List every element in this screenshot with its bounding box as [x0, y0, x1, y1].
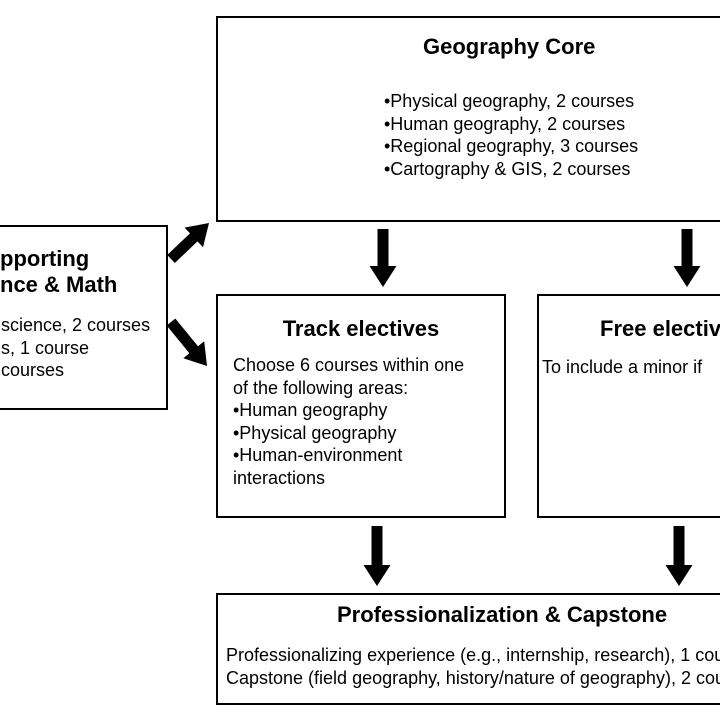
track-bullet-1: •Human geography [233, 400, 388, 420]
supporting-title-line-2: nce & Math [0, 272, 118, 297]
track-bullet-3: •Human-environment [233, 445, 403, 465]
track-line-1: Choose 6 courses within one [233, 355, 465, 375]
supporting-line-3: courses [1, 360, 65, 380]
supporting-items: science, 2 courses s, 1 course courses [1, 314, 150, 382]
box-track-electives [216, 294, 506, 518]
geography-core-title: Geography Core [423, 34, 596, 59]
arrow-core-to-free [673, 229, 701, 287]
core-bullet-3: •Regional geography, 3 courses [384, 136, 639, 156]
box-free-electives [537, 294, 720, 518]
track-line-2: of the following areas: [233, 377, 409, 398]
arrow-core-to-track [369, 229, 397, 287]
supporting-line-2: s, 1 course [1, 337, 90, 358]
geography-core-items: •Physical geography, 2 courses •Human ge… [384, 90, 638, 180]
track-bullet-2: •Physical geography [233, 422, 397, 443]
capstone-body: Professionalizing experience (e.g., inte… [226, 644, 720, 689]
free-electives-body: To include a minor if [542, 357, 703, 377]
supporting-title-line-1: pporting [0, 246, 90, 271]
supporting-title: pporting nce & Math [0, 246, 117, 298]
track-bullet-3-wrap: interactions [233, 467, 326, 488]
track-electives-body: Choose 6 courses within one of the follo… [233, 354, 464, 489]
arrow-supporting-to-core [167, 223, 209, 263]
core-bullet-4: •Cartography & GIS, 2 courses [384, 158, 631, 179]
arrow-free-to-capstone [665, 526, 693, 586]
box-geography-core [216, 16, 720, 222]
capstone-line-1: Professionalizing experience (e.g., inte… [226, 645, 720, 665]
capstone-line-2: Capstone (field geography, history/natur… [226, 667, 720, 688]
core-bullet-2: •Human geography, 2 courses [384, 113, 626, 134]
box-supporting-science-math [0, 225, 168, 410]
box-professionalization-capstone [216, 593, 720, 705]
arrow-track-to-capstone [363, 526, 391, 586]
arrow-supporting-to-track [166, 318, 207, 366]
track-electives-title: Track electives [282, 316, 440, 341]
core-bullet-1: •Physical geography, 2 courses [384, 91, 635, 111]
free-electives-title: Free electiv [600, 316, 720, 341]
supporting-line-1: science, 2 courses [1, 315, 151, 335]
capstone-title: Professionalization & Capstone [337, 602, 668, 627]
